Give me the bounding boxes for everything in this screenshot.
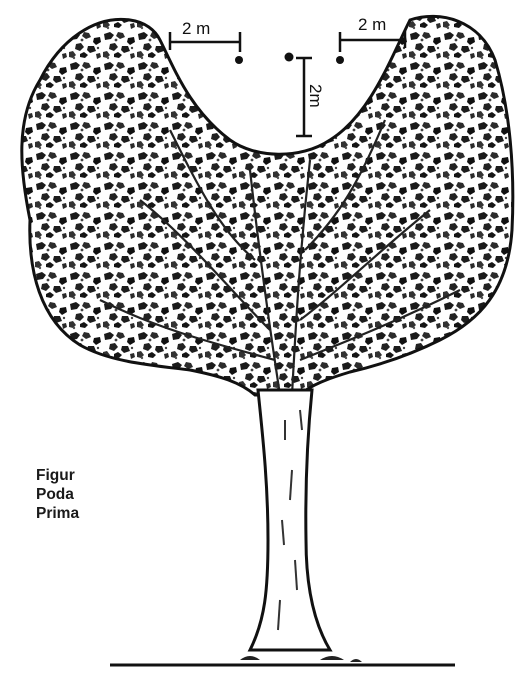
right-dimension-dot <box>336 56 344 64</box>
caption-line-3: Prima <box>36 504 88 523</box>
caption-line-1: Figur <box>36 466 88 485</box>
figure-caption: Figur Poda Prima <box>36 466 88 546</box>
tree-canopy <box>22 16 513 395</box>
left-dimension-dot <box>235 56 243 64</box>
ground-roots <box>240 656 362 662</box>
right-dimension-label: 2 m <box>358 15 386 34</box>
tree-trunk <box>250 390 330 650</box>
center-dimension-dot <box>285 53 294 62</box>
center-dimension-label: 2m <box>306 84 325 108</box>
caption-line-2: Poda <box>36 485 88 504</box>
left-dimension-label: 2 m <box>182 19 210 38</box>
